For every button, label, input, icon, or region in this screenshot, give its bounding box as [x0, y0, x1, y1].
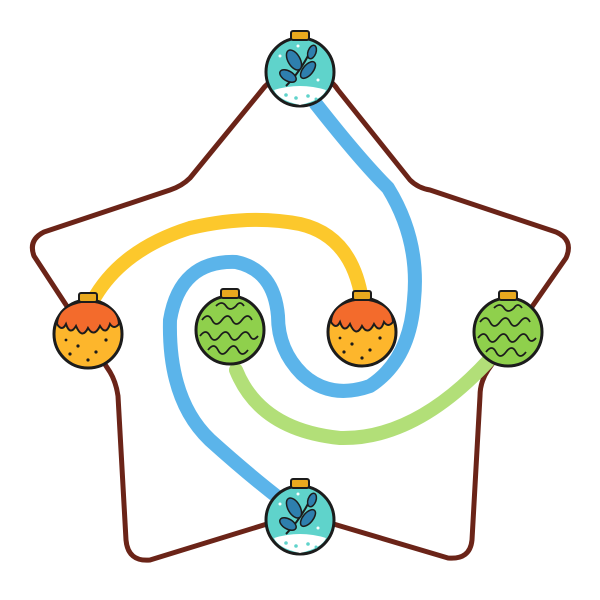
ornament-orange-inner-right[interactable]	[326, 289, 398, 368]
blue-path	[162, 97, 422, 509]
yellow-path	[85, 212, 369, 309]
ornament-green-right[interactable]	[472, 289, 544, 368]
ornament-teal-top[interactable]	[264, 29, 336, 108]
ornament-green-inner-left[interactable]	[194, 287, 266, 366]
green-path	[229, 343, 505, 446]
